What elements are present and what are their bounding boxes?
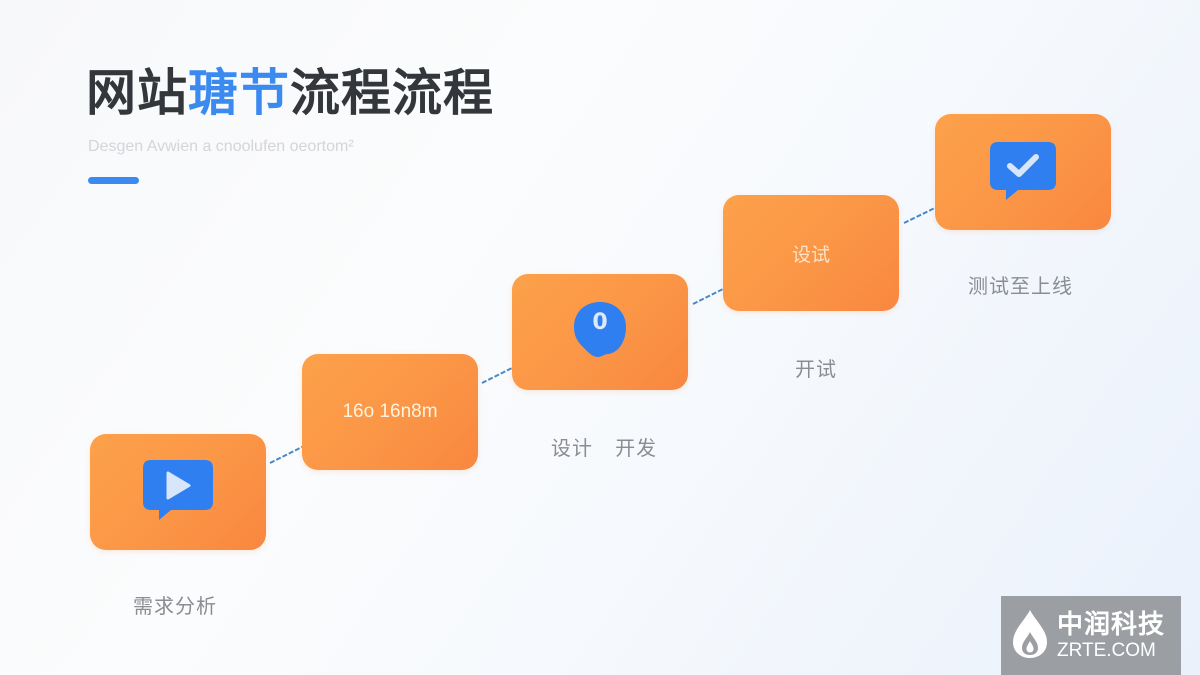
step-box-test[interactable]: 设试: [723, 195, 899, 311]
check-chat-bubble-icon: [990, 142, 1056, 202]
step-box-text: 设试: [791, 243, 830, 266]
watermark-domain: ZRTE.COM: [1057, 639, 1156, 661]
play-chat-bubble-icon: [143, 460, 213, 524]
step-box-requirements[interactable]: [90, 434, 266, 550]
numbered-pin-icon: 0: [572, 300, 628, 360]
step-label-design-dev: 设计 开发: [551, 436, 658, 460]
step-box-2[interactable]: 16o 16n8m: [302, 354, 478, 470]
step-box-design-dev[interactable]: 0: [512, 274, 688, 390]
title-part-2: 流程流程: [290, 64, 494, 122]
step-label-launch: 测试至上线: [968, 274, 1073, 298]
watermark-name: 中润科技: [1057, 609, 1166, 640]
step-label-test: 开试: [795, 357, 837, 381]
flame-drop-icon: [1011, 608, 1049, 664]
step-box-text: 16o 16n8m: [342, 401, 438, 422]
step-box-launch[interactable]: [935, 114, 1111, 230]
title-underline: [88, 177, 139, 184]
watermark-logo: 中润科技 ZRTE.COM: [1001, 596, 1181, 675]
step-label-requirements: 需求分析: [133, 594, 217, 618]
pin-number: 0: [592, 310, 608, 335]
title-part-1: 网站: [86, 64, 188, 122]
title-accent: 瑭节: [188, 64, 290, 122]
page-title: 网站瑭节流程流程: [86, 62, 494, 124]
subtitle: Desgen Avwien a cnoolufen oeortom²: [88, 138, 354, 155]
